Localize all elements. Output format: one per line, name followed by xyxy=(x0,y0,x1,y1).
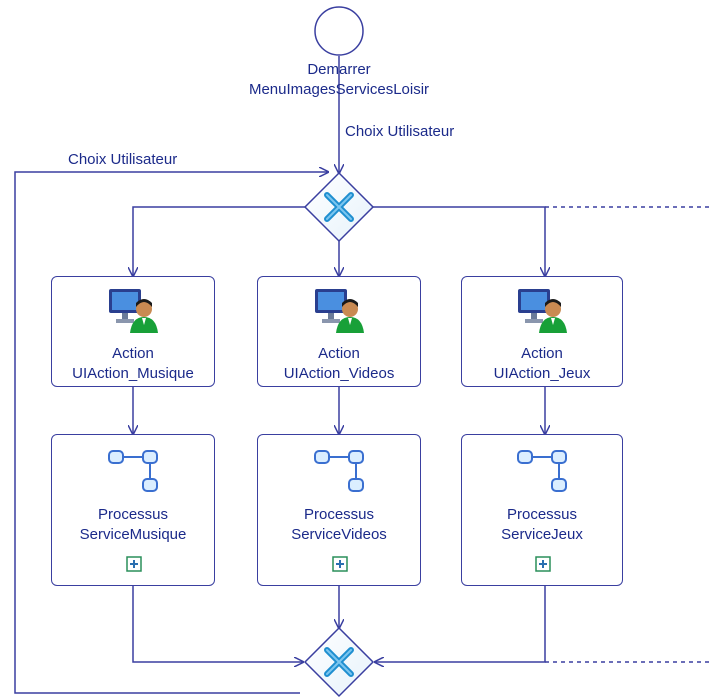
expand-plus-icon[interactable] xyxy=(126,556,142,572)
edge-loop-back xyxy=(14,172,328,694)
process-node-jeux[interactable]: Processus ServiceJeux xyxy=(461,434,623,586)
edge-gateway-to-jeux xyxy=(373,206,545,276)
process-node-musique[interactable]: Processus ServiceMusique xyxy=(51,434,215,586)
process-name-label: ServiceVideos xyxy=(291,526,387,543)
subprocess-tree-icon xyxy=(108,450,158,492)
action-node-musique[interactable]: Action UIAction_Musique xyxy=(51,276,215,387)
process-kind-label: Processus xyxy=(303,506,375,523)
action-kind-label: Action xyxy=(112,345,154,362)
edge-label-choice-loop: Choix Utilisateur xyxy=(68,151,178,168)
expand-plus-icon[interactable] xyxy=(332,556,348,572)
action-name-label: UIAction_Jeux xyxy=(493,365,591,382)
start-label-line1: Demarrer xyxy=(307,61,371,78)
edge-label-choice-top: Choix Utilisateur xyxy=(345,123,455,140)
user-computer-icon xyxy=(109,289,158,333)
user-computer-icon xyxy=(518,289,567,333)
gateway-top-x-icon xyxy=(324,192,354,222)
expand-plus-icon[interactable] xyxy=(535,556,551,572)
process-name-label: ServiceMusique xyxy=(79,526,187,543)
action-name-label: UIAction_Musique xyxy=(72,365,194,382)
process-name-label: ServiceJeux xyxy=(501,526,583,543)
user-computer-icon xyxy=(315,289,364,333)
subprocess-tree-icon xyxy=(314,450,364,492)
start-event-circle[interactable] xyxy=(314,6,364,56)
gateway-bottom-x-icon xyxy=(324,647,354,677)
process-kind-label: Processus xyxy=(97,506,169,523)
process-node-videos[interactable]: Processus ServiceVideos xyxy=(257,434,421,586)
action-node-jeux[interactable]: Action UIAction_Jeux xyxy=(461,276,623,387)
start-label-line2: MenuImagesServicesLoisir xyxy=(248,81,430,98)
subprocess-tree-icon xyxy=(517,450,567,492)
action-kind-label: Action xyxy=(521,345,563,362)
edge-gateway-to-musique xyxy=(133,206,305,276)
action-kind-label: Action xyxy=(318,345,360,362)
edge-process-jeux-to-merge xyxy=(375,586,546,662)
action-node-videos[interactable]: Action UIAction_Videos xyxy=(257,276,421,387)
process-kind-label: Processus xyxy=(506,506,578,523)
edge-process-musique-to-merge xyxy=(132,586,303,662)
action-name-label: UIAction_Videos xyxy=(283,365,395,382)
